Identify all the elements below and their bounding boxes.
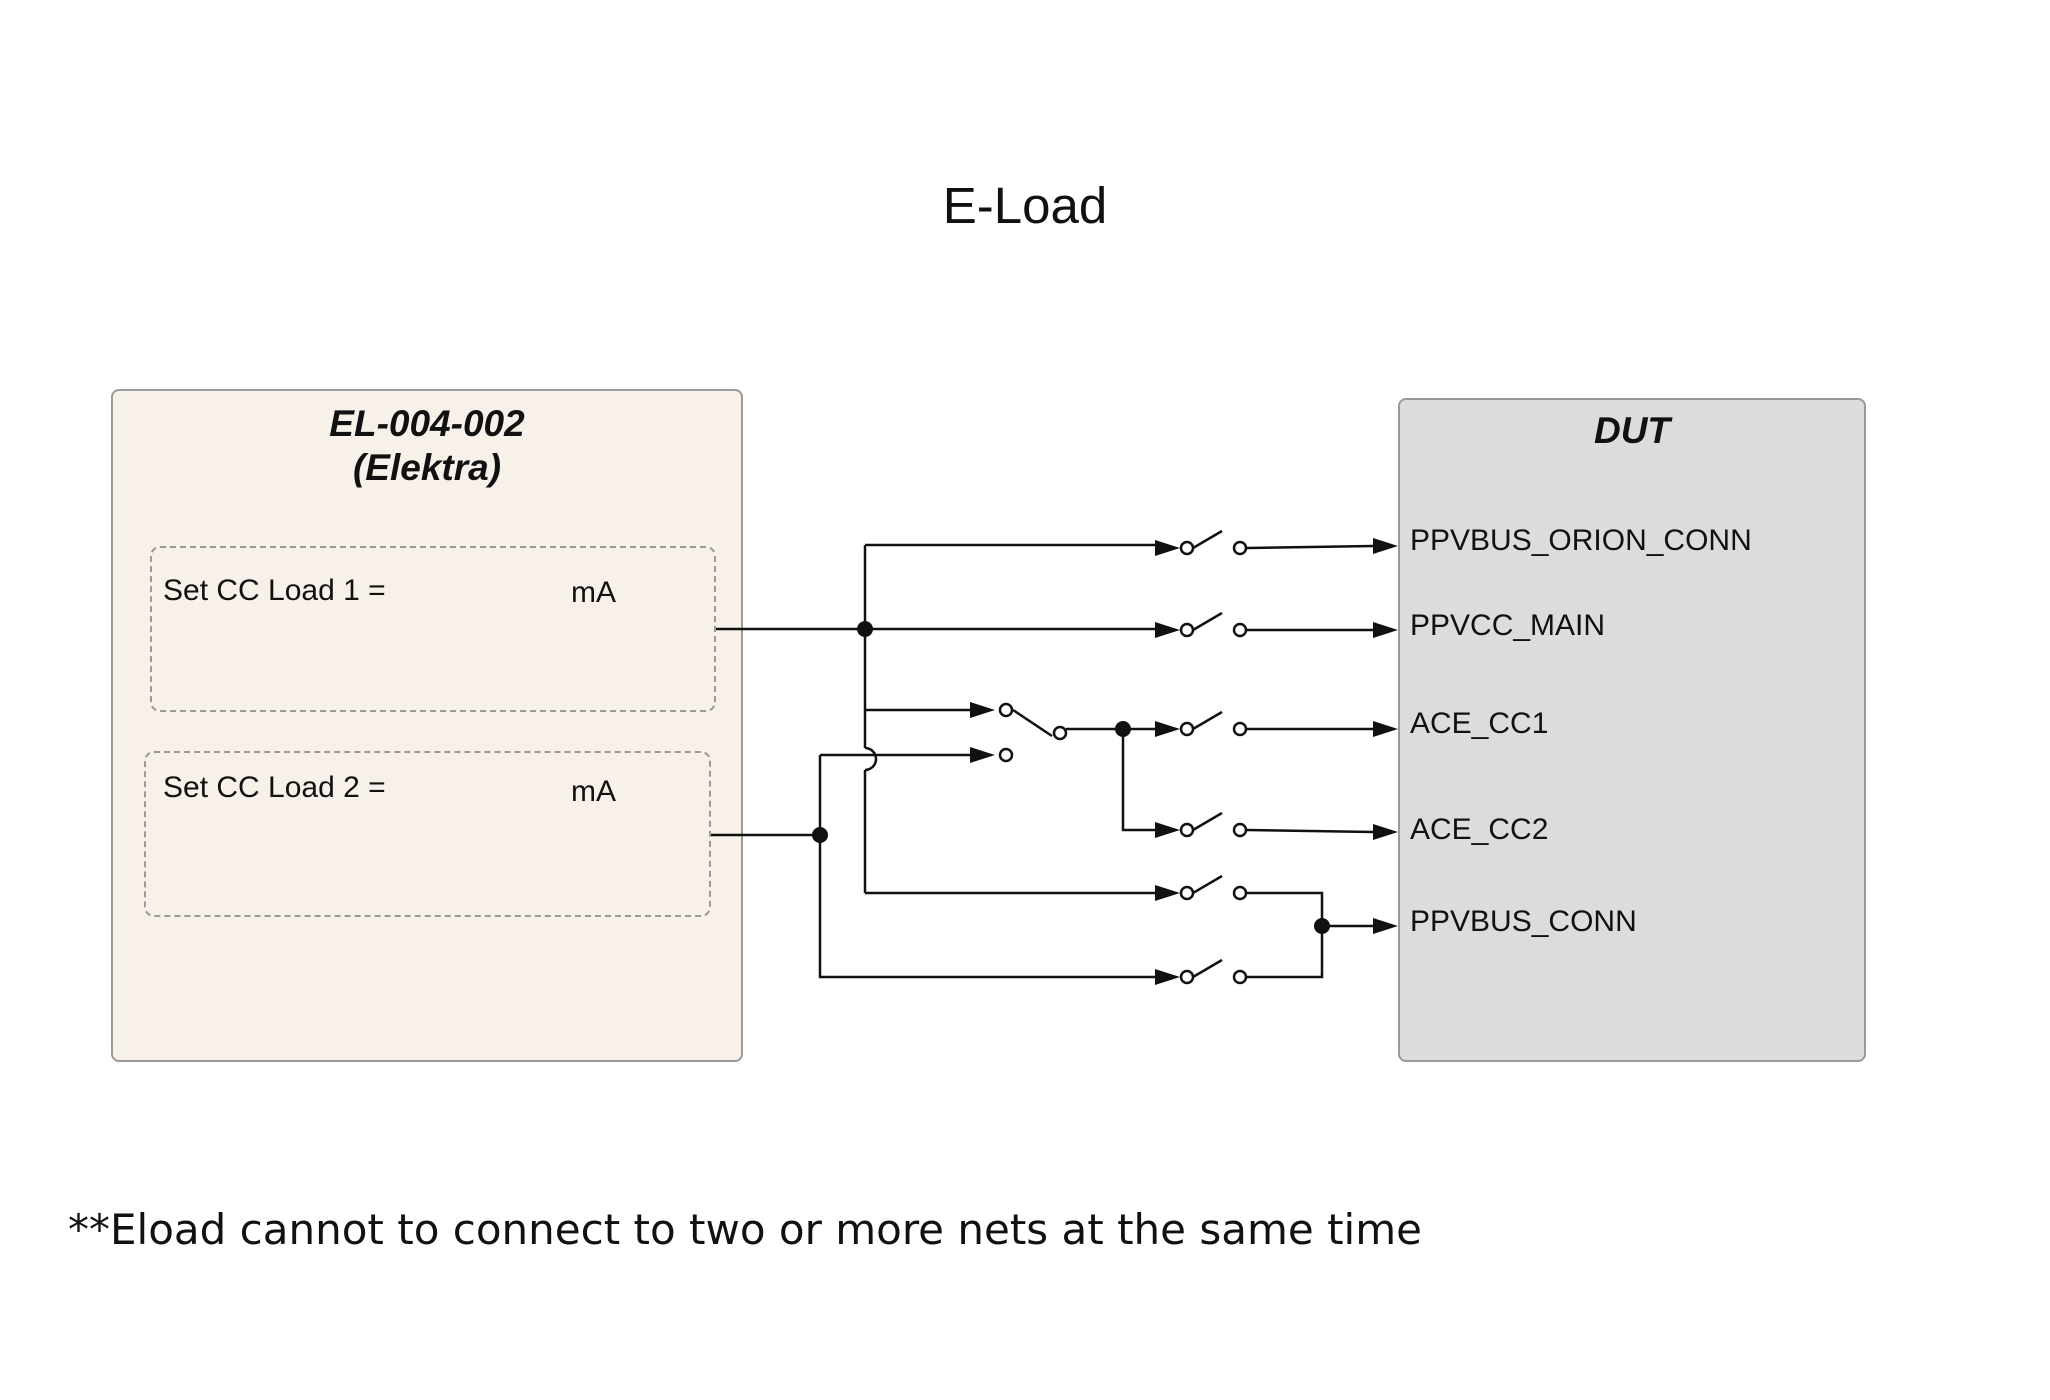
dut-box bbox=[1398, 398, 1866, 1062]
wire-orion-out bbox=[1246, 544, 1374, 550]
eload-instrument-box bbox=[111, 389, 743, 1062]
switch-vbus1 bbox=[1192, 874, 1223, 895]
cc-load-1-box bbox=[150, 546, 716, 712]
diagram-title: E-Load bbox=[942, 177, 1108, 234]
eload-brand: (Elektra) bbox=[352, 447, 502, 488]
dut-title: DUT bbox=[1593, 410, 1671, 451]
wire-hop bbox=[864, 746, 878, 772]
switch-vccmain bbox=[1192, 611, 1223, 632]
wire-cc2-out bbox=[1246, 828, 1374, 834]
switch-levers bbox=[1012, 529, 1223, 979]
cc-load-2-label: Set CC Load 2 = bbox=[163, 771, 386, 804]
wire-load2-bus bbox=[818, 755, 1155, 979]
arrowheads bbox=[970, 538, 1398, 985]
switch-cc2 bbox=[1192, 811, 1223, 832]
cc-load-2-box bbox=[144, 751, 711, 917]
cc-load-1-unit: mA bbox=[571, 576, 616, 609]
net-label-ppvbus-orion-conn: PPVBUS_ORION_CONN bbox=[1410, 524, 1752, 557]
switch-contacts bbox=[998, 540, 1248, 985]
wire-vbus1-out bbox=[1247, 891, 1324, 979]
net-label-ace-cc1: ACE_CC1 bbox=[1410, 707, 1549, 740]
switch-vbus2 bbox=[1192, 958, 1223, 979]
cc-load-2-unit: mA bbox=[571, 775, 616, 808]
switch-cc-selector bbox=[1012, 708, 1053, 738]
wires bbox=[711, 543, 1374, 979]
wire-cc2-branch bbox=[1121, 729, 1155, 832]
cc-load-1-label: Set CC Load 1 = bbox=[163, 574, 386, 607]
net-label-ace-cc2: ACE_CC2 bbox=[1410, 813, 1549, 846]
switch-orion bbox=[1192, 529, 1223, 550]
net-label-ppvbus-conn: PPVBUS_CONN bbox=[1410, 905, 1637, 938]
junction-dots bbox=[812, 621, 1330, 934]
switch-cc1 bbox=[1192, 710, 1223, 731]
footnote: **Eload cannot to connect to two or more… bbox=[68, 1205, 1422, 1254]
eload-model: EL-004-002 bbox=[329, 403, 525, 444]
eload-instrument-title: EL-004-002 (Elektra) bbox=[111, 402, 743, 490]
net-label-ppvcc-main: PPVCC_MAIN bbox=[1410, 609, 1606, 642]
